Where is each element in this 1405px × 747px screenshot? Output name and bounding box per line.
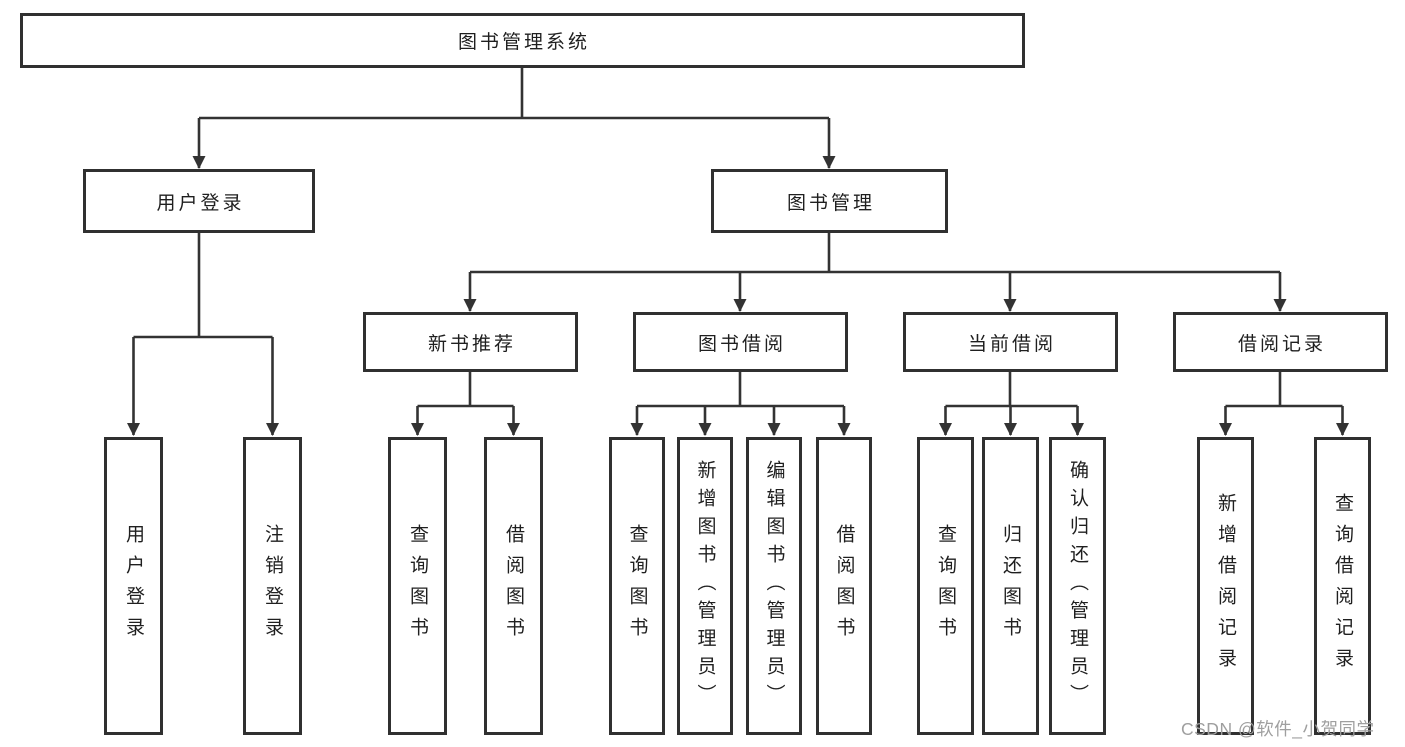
node-new-book-recommend-label: 新书推荐 xyxy=(427,333,516,355)
connector-user-login-bar xyxy=(133,232,273,339)
leaf-add-book-admin: 新增图书（管理员） xyxy=(677,437,733,735)
connector-root-bar xyxy=(199,68,829,120)
leaf-return-book-label: 归还图书 xyxy=(1000,524,1021,648)
leaf-query-books-borrow: 查询图书 xyxy=(609,437,665,735)
leaf-logout: 注销登录 xyxy=(243,437,302,735)
leaf-confirm-return-admin: 确认归还（管理员） xyxy=(1049,437,1106,735)
node-borrow-records: 借阅记录 xyxy=(1173,312,1388,372)
leaf-query-books-current: 查询图书 xyxy=(917,437,974,735)
node-book-borrow-label: 图书借阅 xyxy=(697,333,786,355)
connector-current-borrow-bar xyxy=(945,372,1078,408)
leaf-borrow-books-borrow-label: 借阅图书 xyxy=(833,524,855,648)
node-book-borrow: 图书借阅 xyxy=(633,312,848,372)
leaf-return-book: 归还图书 xyxy=(982,437,1039,735)
node-current-borrow-label: 当前借阅 xyxy=(967,333,1056,355)
leaf-confirm-return-admin-label: 确认归还（管理员） xyxy=(1067,460,1088,712)
leaf-borrow-books-recommend-label: 借阅图书 xyxy=(503,524,524,648)
node-current-borrow: 当前借阅 xyxy=(903,312,1118,372)
node-root-label: 图书管理系统 xyxy=(457,32,590,53)
node-new-book-recommend: 新书推荐 xyxy=(363,312,578,372)
node-borrow-records-label: 借阅记录 xyxy=(1237,333,1326,355)
node-book-management-label: 图书管理 xyxy=(786,192,875,214)
leaf-borrow-books-recommend: 借阅图书 xyxy=(484,437,543,735)
leaf-query-books-borrow-label: 查询图书 xyxy=(626,524,648,648)
connector-book-mgmt-bar xyxy=(470,232,1280,274)
leaf-borrow-books-borrow: 借阅图书 xyxy=(816,437,872,735)
node-root: 图书管理系统 xyxy=(20,13,1025,68)
connector-borrow-records-bar xyxy=(1225,372,1343,408)
leaf-user-login-label: 用户登录 xyxy=(123,524,144,648)
leaf-add-book-admin-label: 新增图书（管理员） xyxy=(694,460,716,712)
leaf-edit-book-admin-label: 编辑图书（管理员） xyxy=(763,460,785,712)
leaf-add-borrow-record-label: 新增借阅记录 xyxy=(1215,493,1236,679)
leaf-user-login: 用户登录 xyxy=(104,437,163,735)
leaf-logout-label: 注销登录 xyxy=(262,524,283,648)
connector-book-borrow-bar xyxy=(637,372,844,408)
connector-new-book-bar xyxy=(417,372,514,408)
node-user-login-label: 用户登录 xyxy=(156,192,245,214)
leaf-query-borrow-record-label: 查询借阅记录 xyxy=(1332,493,1353,679)
leaf-edit-book-admin: 编辑图书（管理员） xyxy=(746,437,802,735)
leaf-query-borrow-record: 查询借阅记录 xyxy=(1314,437,1371,735)
node-book-management: 图书管理 xyxy=(711,169,948,233)
node-user-login: 用户登录 xyxy=(83,169,315,233)
leaf-add-borrow-record: 新增借阅记录 xyxy=(1197,437,1254,735)
leaf-query-books-current-label: 查询图书 xyxy=(935,524,956,648)
watermark: CSDN @软件_小贺同学 xyxy=(1181,719,1375,739)
leaf-query-books-recommend: 查询图书 xyxy=(388,437,447,735)
leaf-query-books-recommend-label: 查询图书 xyxy=(407,524,428,648)
